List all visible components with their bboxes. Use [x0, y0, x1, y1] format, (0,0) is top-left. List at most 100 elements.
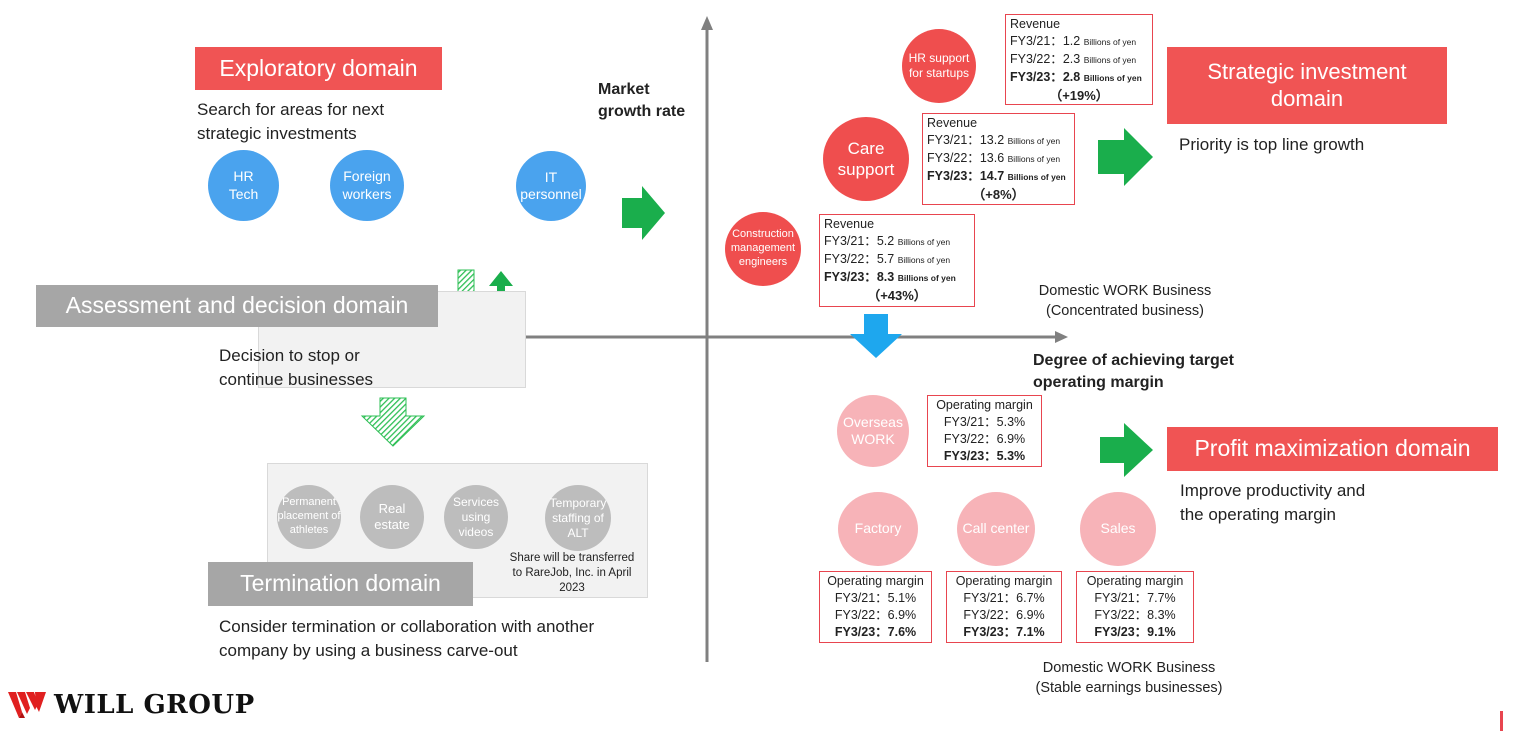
metric-label: Revenue	[927, 116, 978, 130]
circle-label: HR	[233, 168, 254, 184]
fy-label: FY3/23：	[824, 270, 877, 284]
y-axis-arrowhead	[701, 16, 713, 30]
value: 13.6	[979, 151, 1005, 165]
fy-label: FY3/21：	[824, 234, 877, 248]
value: 13.2	[979, 133, 1005, 147]
revenue-row: FY3/22：2.3 Billions of yen	[1010, 51, 1148, 69]
revenue-row: FY3/23：14.7 Billions of yen	[927, 168, 1070, 186]
change-label: （+8%）	[972, 187, 1025, 202]
circle-label: Care	[847, 138, 885, 158]
unit: Billions of yen	[1083, 37, 1137, 47]
title-line: Strategic investment	[1207, 59, 1407, 85]
desc-line: Decision to stop or	[219, 346, 360, 365]
circle-label: estate	[374, 517, 410, 532]
circle-label: ALT	[567, 525, 589, 540]
arrow-right-icon	[1100, 423, 1153, 477]
circle-label: IT	[544, 168, 558, 185]
circle-label: videos	[458, 524, 494, 539]
fy-label: FY3/23：	[927, 169, 980, 183]
circle-label: Sales	[1100, 520, 1136, 537]
x-axis-arrowhead	[1055, 331, 1068, 343]
value: 1.2	[1062, 34, 1081, 48]
margin-row: FY3/22：6.9%	[834, 608, 917, 622]
metric-label: Revenue	[1010, 17, 1061, 31]
circle-label: Foreign	[343, 168, 391, 184]
assessment-domain-title: Assessment and decision domain	[36, 285, 438, 327]
value: 8.3	[876, 270, 895, 284]
logo-text: WILL GROUP	[54, 690, 255, 720]
unit: Billions of yen	[1083, 55, 1137, 65]
note-line: 2023	[559, 582, 585, 594]
circle-label: Overseas	[843, 413, 903, 430]
margin-row: FY3/22：6.9%	[963, 608, 1045, 622]
stable-business-label: Domestic WORK Business (Stable earnings …	[1010, 658, 1248, 698]
desc-line: strategic investments	[197, 124, 357, 143]
arrow-right-icon	[622, 186, 665, 240]
assessment-domain-desc: Decision to stop or continue businesses	[219, 344, 373, 392]
profit-domain-desc: Improve productivity and the operating m…	[1180, 479, 1365, 527]
will-group-mark-icon	[8, 692, 46, 718]
circle-label: HR support	[908, 51, 970, 65]
label-line: Domestic WORK Business	[1042, 660, 1216, 676]
business-circle-sales: Sales	[1080, 492, 1156, 566]
margin-row: FY3/23：5.3%	[943, 449, 1026, 463]
circle-label: Construction	[732, 228, 794, 241]
circle-label: workers	[342, 185, 392, 202]
metric-label: Operating margin	[827, 574, 924, 588]
circle-label: for startups	[908, 66, 969, 80]
margin-row: FY3/21：5.3%	[943, 415, 1026, 429]
exploratory-domain-desc: Search for areas for next strategic inve…	[197, 98, 384, 146]
transfer-note: Share will be transferred to RareJob, In…	[500, 551, 644, 596]
revenue-box-construction: Revenue FY3/21：5.2 Billions of yen FY3/2…	[819, 214, 975, 307]
unit: Billions of yen	[1007, 136, 1061, 146]
y-axis-label-line: Market	[598, 81, 650, 98]
fy-label: FY3/21：	[1010, 34, 1063, 48]
circle-label: WORK	[851, 431, 895, 447]
unit: Billions of yen	[1007, 154, 1061, 164]
note-line: to RareJob, Inc. in April	[512, 567, 632, 579]
label-line: Domestic WORK Business	[1038, 283, 1212, 299]
margin-row: FY3/21：6.7%	[963, 591, 1045, 605]
margin-row: FY3/22：6.9%	[943, 432, 1026, 446]
metric-label: Operating margin	[936, 398, 1033, 412]
circle-label: using	[461, 509, 491, 524]
circle-label: engineers	[738, 255, 788, 268]
arrow-right-icon	[1098, 128, 1153, 186]
revenue-row: FY3/22：13.6 Billions of yen	[927, 150, 1070, 168]
margin-row: FY3/23：7.6%	[834, 625, 917, 639]
unit: Billions of yen	[897, 255, 951, 265]
arrow-down-icon	[850, 314, 902, 358]
circle-label: Permanent	[282, 496, 336, 509]
metric-label: Operating margin	[1086, 574, 1184, 588]
value: 5.2	[876, 234, 895, 248]
fy-label: FY3/22：	[1010, 52, 1063, 66]
margin-row: FY3/23：9.1%	[1094, 625, 1176, 639]
business-circle-call-center: Call center	[957, 492, 1035, 566]
margin-box-overseas-work: Operating margin FY3/21：5.3% FY3/22：6.9%…	[927, 395, 1042, 467]
label-line: (Stable earnings businesses)	[1035, 680, 1223, 696]
exploratory-domain-title: Exploratory domain	[195, 47, 442, 90]
desc-line: the operating margin	[1180, 505, 1336, 524]
revenue-row: FY3/21：5.2 Billions of yen	[824, 233, 970, 251]
circle-label: athletes	[289, 523, 329, 536]
fy-label: FY3/23：	[1010, 70, 1063, 84]
revenue-row: FY3/22：5.7 Billions of yen	[824, 251, 970, 269]
y-axis-label-line: growth rate	[598, 103, 686, 120]
arrow-down-icon	[360, 397, 426, 447]
label-line: (Concentrated business)	[1046, 303, 1204, 319]
metric-label: Revenue	[824, 217, 875, 231]
revenue-row: FY3/23：8.3 Billions of yen	[824, 269, 970, 287]
change-label: （+19%）	[1049, 88, 1109, 103]
value: 5.7	[876, 252, 895, 266]
change-label: （+43%）	[867, 288, 927, 303]
circle-label: Call center	[962, 520, 1030, 537]
concentrated-business-label: Domestic WORK Business (Concentrated bus…	[1020, 281, 1230, 321]
fy-label: FY3/22：	[927, 151, 980, 165]
